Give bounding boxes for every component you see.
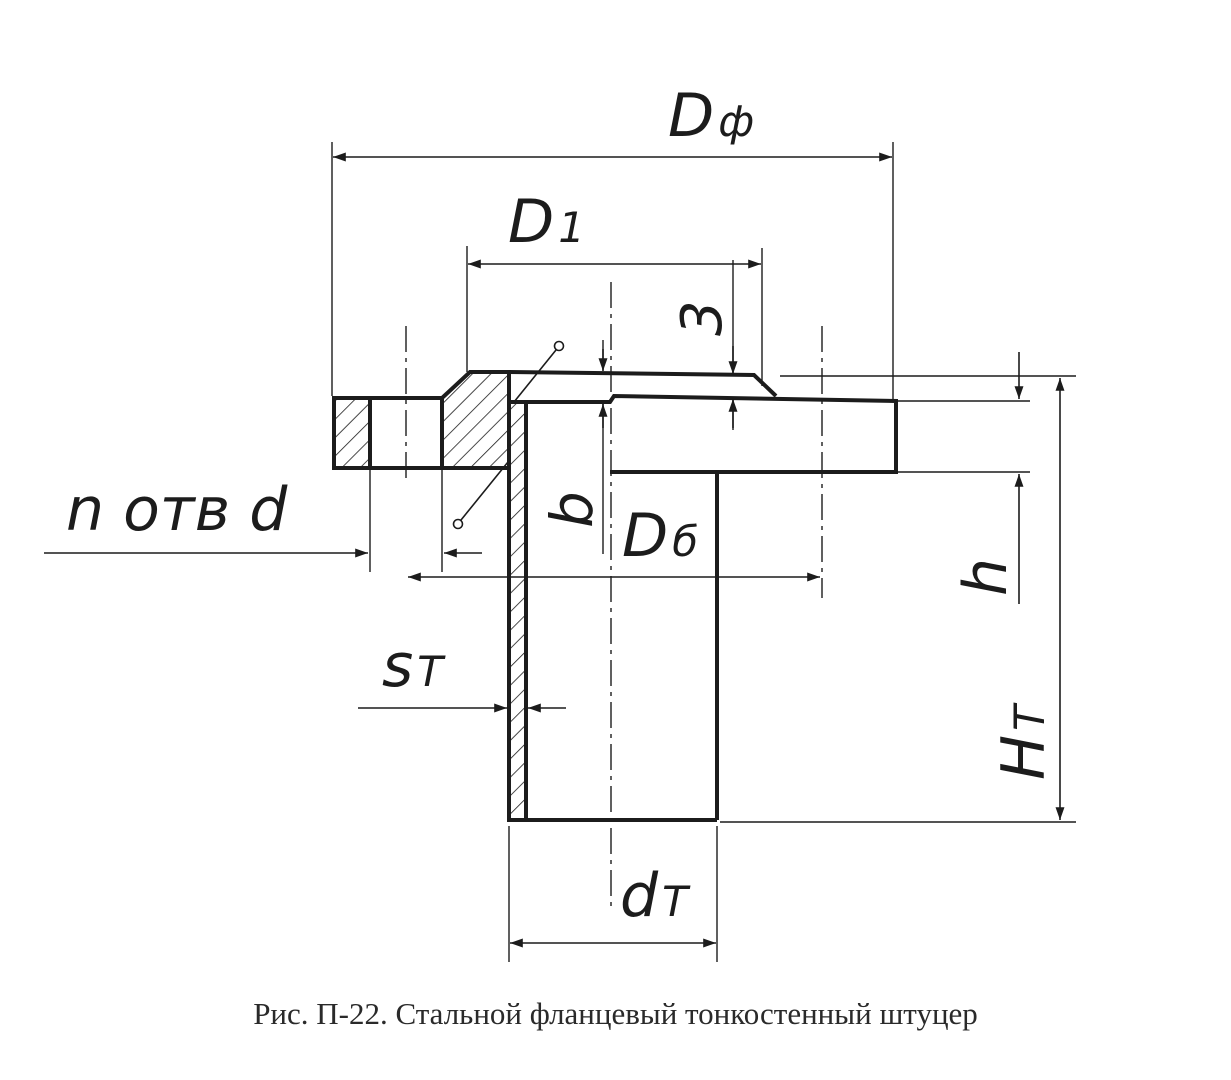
label-d1-main: D	[508, 187, 554, 257]
label-h-t-main: H	[989, 735, 1059, 780]
label-n-otv-d: n отв d	[66, 475, 288, 545]
dimension-labels: Dф D1 3 n отв d b Dб h sT HT dT	[66, 81, 1059, 931]
label-d1: D1	[508, 187, 585, 257]
label-d-bolt-main: D	[622, 501, 668, 571]
dimension-lines	[44, 152, 1065, 948]
label-d-t-sub: T	[662, 877, 691, 926]
label-d-t: dT	[620, 861, 691, 931]
label-s-t: sT	[382, 631, 446, 701]
pipe-body	[507, 400, 719, 822]
label-h: h	[951, 558, 1021, 596]
label-d-flange-sub: ф	[718, 97, 754, 146]
label-s-t-main: s	[382, 631, 413, 701]
weld-leaders	[452, 340, 565, 530]
label-b: b	[538, 491, 606, 528]
label-h-t-sub: T	[1005, 702, 1054, 731]
extension-lines	[331, 142, 1076, 962]
label-d-bolt-sub: б	[672, 517, 698, 566]
label-s-t-sub: T	[417, 647, 446, 696]
label-d-flange-main: D	[668, 81, 714, 151]
label-d-bolt: Dб	[622, 501, 698, 571]
flange-body	[332, 370, 898, 474]
label-d-flange: Dф	[668, 81, 754, 151]
label-h-t: HT	[989, 702, 1059, 780]
label-d1-sub: 1	[558, 203, 585, 252]
label-three: 3	[670, 300, 735, 336]
figure-caption: Рис. П-22. Стальной фланцевый тонкостенн…	[253, 996, 978, 1031]
center-lines	[405, 282, 823, 910]
label-d-t-main: d	[620, 861, 659, 931]
